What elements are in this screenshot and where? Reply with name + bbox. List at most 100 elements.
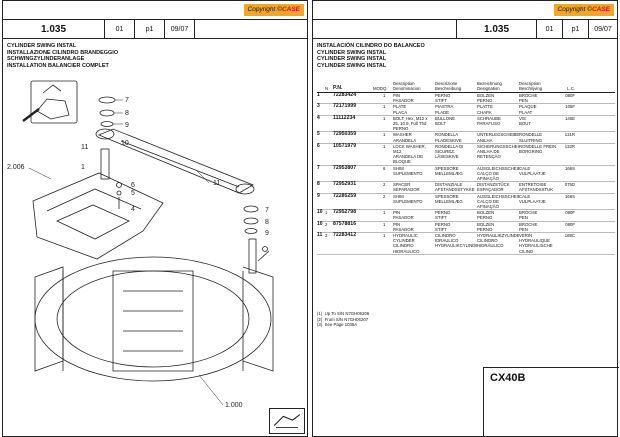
cell-n: 3 <box>325 233 328 239</box>
cell-q: 1 <box>383 104 386 110</box>
copyright-badge: Copyright ©CASE <box>553 4 614 16</box>
cell-q: 1 <box>383 210 386 216</box>
cell-pn: 72285259 <box>333 192 357 199</box>
section-titles: INSTALACIÓN CILINDRO DO BALANCEO CYLINDE… <box>317 43 425 69</box>
frame-plate <box>56 204 130 240</box>
chassis-side <box>34 266 64 372</box>
page-label: p1 <box>135 20 165 38</box>
cell-d2: SPESSORE MELLEMLÆG <box>435 165 463 176</box>
cell-pn: 72952931 <box>333 181 357 188</box>
shim-part <box>100 121 114 127</box>
cell-n <box>325 116 333 132</box>
cell-d2: SPESSORE MELLEMLÆG <box>435 193 463 204</box>
date: 09/07 <box>165 20 195 38</box>
lower-pin <box>248 238 257 274</box>
column-header: Q. <box>383 85 388 91</box>
callout: 11 <box>81 144 88 151</box>
cell-q: 1 <box>383 93 386 98</box>
leader-line <box>198 374 224 406</box>
cell-d3: BOLZEN PERNO <box>477 221 495 232</box>
cell-d1: LOCK WASHER, M12 ARANDELA DE BLOQUE <box>393 143 426 165</box>
cell-n <box>325 144 333 165</box>
chassis-side <box>242 266 274 372</box>
cell-d2: CILINDRO IDRAULICO HYDRAULIKCYLINDER <box>435 233 477 249</box>
cell-q: 1 <box>383 143 386 149</box>
cell-d3: UNTERLEGSCHEIBE ANILHA <box>477 132 519 143</box>
callout: 2.006 <box>7 164 25 171</box>
cell-d4: VERIN HYDRAULIQUE HYDRAULISCHE CILIND <box>519 233 553 254</box>
section-titles: CYLINDER SWING INSTAL INSTALLAZIONE CILI… <box>7 43 118 69</box>
cell-lc: 105F <box>565 104 575 110</box>
column-header: Bezeichnung Designation <box>477 80 502 91</box>
cylinder-eye-base <box>235 183 255 195</box>
cell-pn: 72950359 <box>333 131 357 138</box>
cell-idx: 11 <box>317 232 323 239</box>
cell-pn: 72283412 <box>333 232 357 239</box>
shim-part <box>243 205 259 213</box>
cell-mod <box>373 93 383 103</box>
cell-d4: BROCHE PEN <box>519 210 538 221</box>
cylinder-eye-rod <box>95 128 115 140</box>
cell-pn: 87578816 <box>333 220 357 227</box>
cell-q: 1 <box>383 221 386 227</box>
callout: 1 <box>81 164 85 171</box>
cell-d2: RONDELLA DI SICUREZ. LÅSESKIVE <box>435 143 464 160</box>
drawing-page: Copyright ©CASE 1.035 01 p1 09/07 CYLIND… <box>2 0 308 437</box>
callout: 9 <box>125 122 129 129</box>
page-header: 1.035 01 p1 09/07 <box>313 19 617 39</box>
cell-d1: PLATE PLACA <box>393 104 408 115</box>
detail-arrow <box>22 108 40 122</box>
cell-d2: PIASTRA PLADE <box>435 104 454 115</box>
detail-machine <box>36 98 70 120</box>
cell-d1: PIN PASADOR <box>393 93 414 104</box>
hydraulic-cylinder <box>97 128 254 194</box>
upper-pin <box>100 148 110 180</box>
revision: 01 <box>537 20 563 38</box>
cell-idx: 4 <box>317 114 320 121</box>
cell-d2: BULLONE BOLT <box>435 115 456 127</box>
callout: 4 <box>131 206 135 213</box>
cell-d3: DISTANZSTÜCK ESPAÇADOR <box>477 182 510 193</box>
cell-mod <box>373 210 383 220</box>
cell-idx: 6 <box>317 142 320 149</box>
cell-q: 2 <box>383 182 386 188</box>
cell-d4: BROCHE PEN <box>519 221 538 232</box>
cell-lc: 188C <box>564 233 575 239</box>
callout: 11 <box>213 180 220 187</box>
callout: 8 <box>125 110 129 117</box>
swing-bracket-frame <box>32 172 164 260</box>
parts-list-page: Copyright ©CASE 1.035 01 p1 09/07 INSTAL… <box>312 0 619 437</box>
leader-line <box>196 170 210 184</box>
title-line: CYLINDER SWING INSTAL <box>317 56 387 62</box>
cell-d2: PERNO STIFT <box>435 210 451 221</box>
header-spacer <box>313 20 457 38</box>
cell-d2: PERNO STIFT <box>435 221 451 232</box>
cell-d1: SHIM SUPLEMENTO <box>393 165 423 176</box>
cell-d3: AUSGLEICHSSCHEIBE CALÇO DE AFINAÇÃO <box>477 165 519 182</box>
cell-lc: 080F <box>565 210 575 216</box>
cell-pn: 72171999 <box>333 103 357 110</box>
column-header: P.N. <box>333 84 343 91</box>
cell-d1: HYDRAULIC CYLINDER CILINDRO HIDRÁULICO <box>393 233 420 254</box>
cell-n <box>325 93 333 103</box>
cell-lc: 075D <box>564 182 575 188</box>
cell-idx: 7 <box>317 164 320 171</box>
revision: 01 <box>105 20 135 38</box>
shim-part <box>244 228 258 234</box>
cell-d4: BROCHE PEN <box>519 93 538 104</box>
title-line: SCHWINGZYLINDERANLAGE <box>7 56 85 62</box>
cell-pn: 72952798 <box>333 209 357 216</box>
cell-q: 2 <box>383 193 386 199</box>
cell-q: 1 <box>383 132 386 138</box>
bolt <box>257 250 270 262</box>
callout: 7 <box>265 207 269 214</box>
washer <box>116 190 122 196</box>
cell-idx: 10 <box>317 209 323 216</box>
cell-d1: PIN PASADOR <box>393 221 414 232</box>
frame-ribs <box>123 290 183 352</box>
callout: 6 <box>131 182 135 189</box>
